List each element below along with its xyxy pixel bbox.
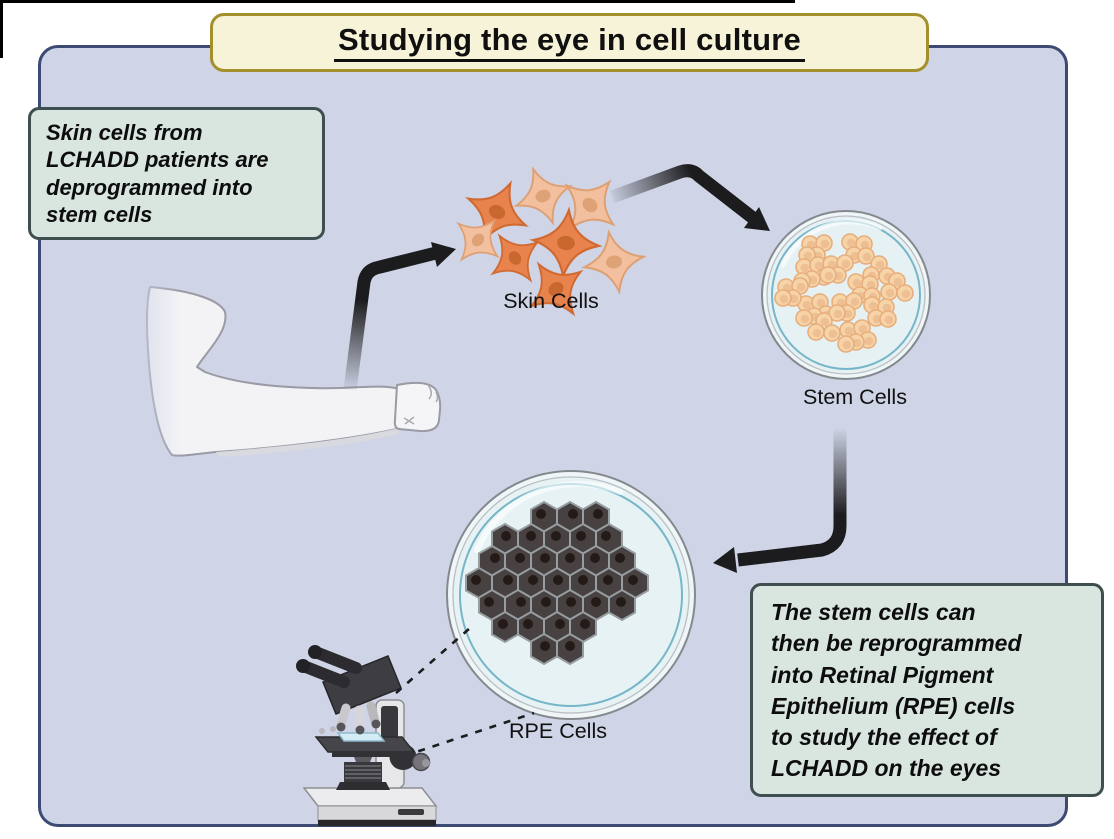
- page-title: Studying the eye in cell culture: [334, 23, 805, 62]
- label-rpe-cells: RPE Cells: [509, 719, 607, 743]
- callout-stem-to-rpe-text: The stem cells can then be reprogrammed …: [771, 599, 1022, 782]
- callout-skin-to-stem: Skin cells from LCHADD patients are depr…: [28, 107, 325, 240]
- label-stem-cells: Stem Cells: [803, 385, 907, 409]
- screenshot-edge-left: [0, 0, 3, 58]
- title-banner: Studying the eye in cell culture: [210, 13, 929, 72]
- label-skin-cells: Skin Cells: [503, 289, 599, 313]
- callout-stem-to-rpe: The stem cells can then be reprogrammed …: [750, 583, 1104, 797]
- callout-skin-to-stem-text: Skin cells from LCHADD patients are depr…: [46, 120, 269, 228]
- screenshot-edge-top: [0, 0, 795, 3]
